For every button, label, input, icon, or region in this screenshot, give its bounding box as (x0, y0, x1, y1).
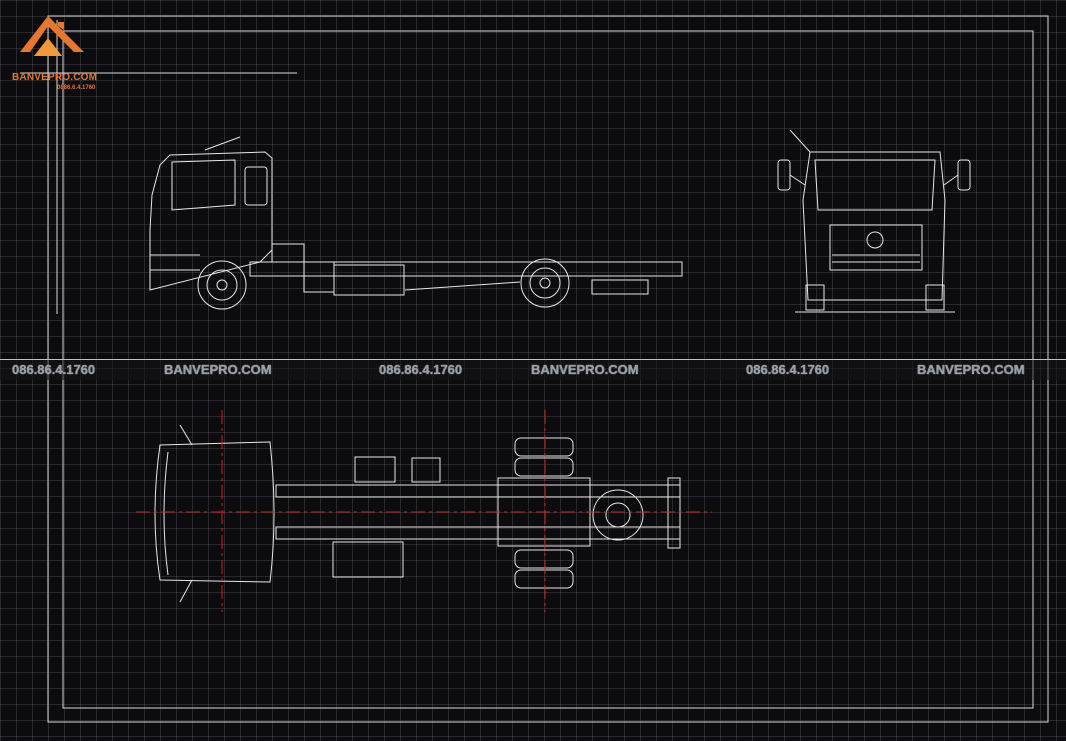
watermark-site: BANVEPRO.COM (531, 362, 639, 377)
brand-logo-text: BANVEPRO.COM (12, 72, 98, 83)
watermark-band (0, 359, 1066, 380)
watermark-site: BANVEPRO.COM (917, 362, 1025, 377)
watermark-phone: 086.86.4.1760 (746, 362, 830, 377)
front-view-truck (777, 129, 971, 313)
watermark-phone: 086.86.4.1760 (379, 362, 463, 377)
side-view-truck (149, 136, 683, 310)
top-view-chassis (154, 424, 681, 603)
centerlines (136, 410, 712, 612)
brand-logo-mark (20, 16, 84, 56)
watermark-phone: 086.86.4.1760 (12, 362, 96, 377)
watermark-site: BANVEPRO.COM (164, 362, 272, 377)
brand-phone: 0886.6.4.1760 (57, 85, 96, 91)
